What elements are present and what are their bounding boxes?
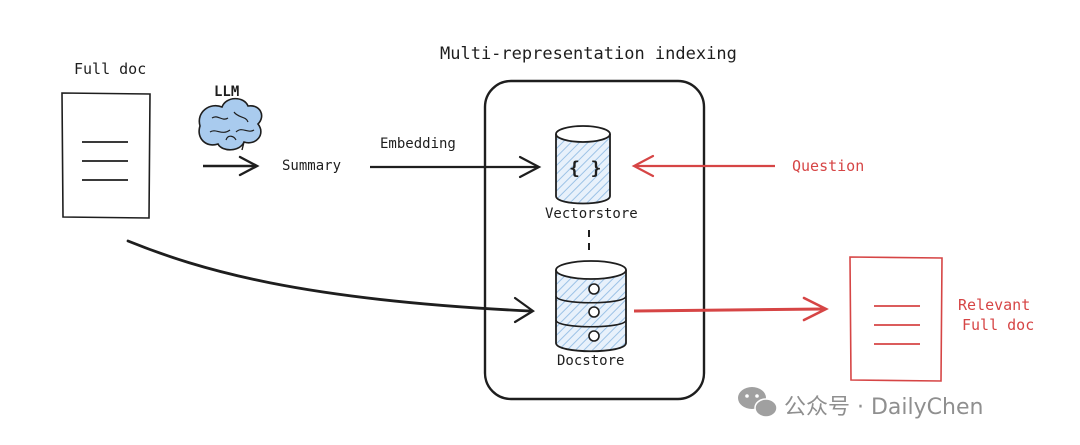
embedding-label: Embedding (380, 136, 456, 152)
question-label: Question (792, 157, 865, 175)
arrow-llm-to-summary (203, 155, 260, 177)
arrow-embedding-to-vectorstore (370, 155, 542, 179)
vectorstore-symbol: { } (569, 158, 602, 179)
llm-label: LLM (214, 84, 240, 100)
brain-icon (198, 97, 263, 151)
index-container (483, 79, 706, 401)
summary-label: Summary (282, 158, 342, 174)
watermark-text: 公众号 · DailyChen (784, 395, 984, 420)
arrow-docstore-to-relevant-doc (633, 296, 829, 322)
docstore-label: Docstore (557, 353, 625, 369)
diagram-title: Multi-representation indexing (440, 44, 737, 64)
vectorstore-label: Vectorstore (545, 206, 638, 222)
arrow-question-to-vectorstore (631, 154, 775, 178)
relevant-label-line2: Full doc (962, 316, 1035, 334)
relevant-doc-page-icon (849, 256, 943, 382)
wechat-icon (738, 387, 778, 418)
docstore-database-icon (555, 260, 627, 353)
full-doc-page-icon (61, 92, 151, 219)
arrow-fulldoc-to-docstore (126, 239, 535, 324)
vectorstore-cylinder-icon (555, 125, 611, 205)
full-doc-label: Full doc (74, 60, 147, 78)
relevant-label-line1: Relevant (958, 296, 1031, 314)
